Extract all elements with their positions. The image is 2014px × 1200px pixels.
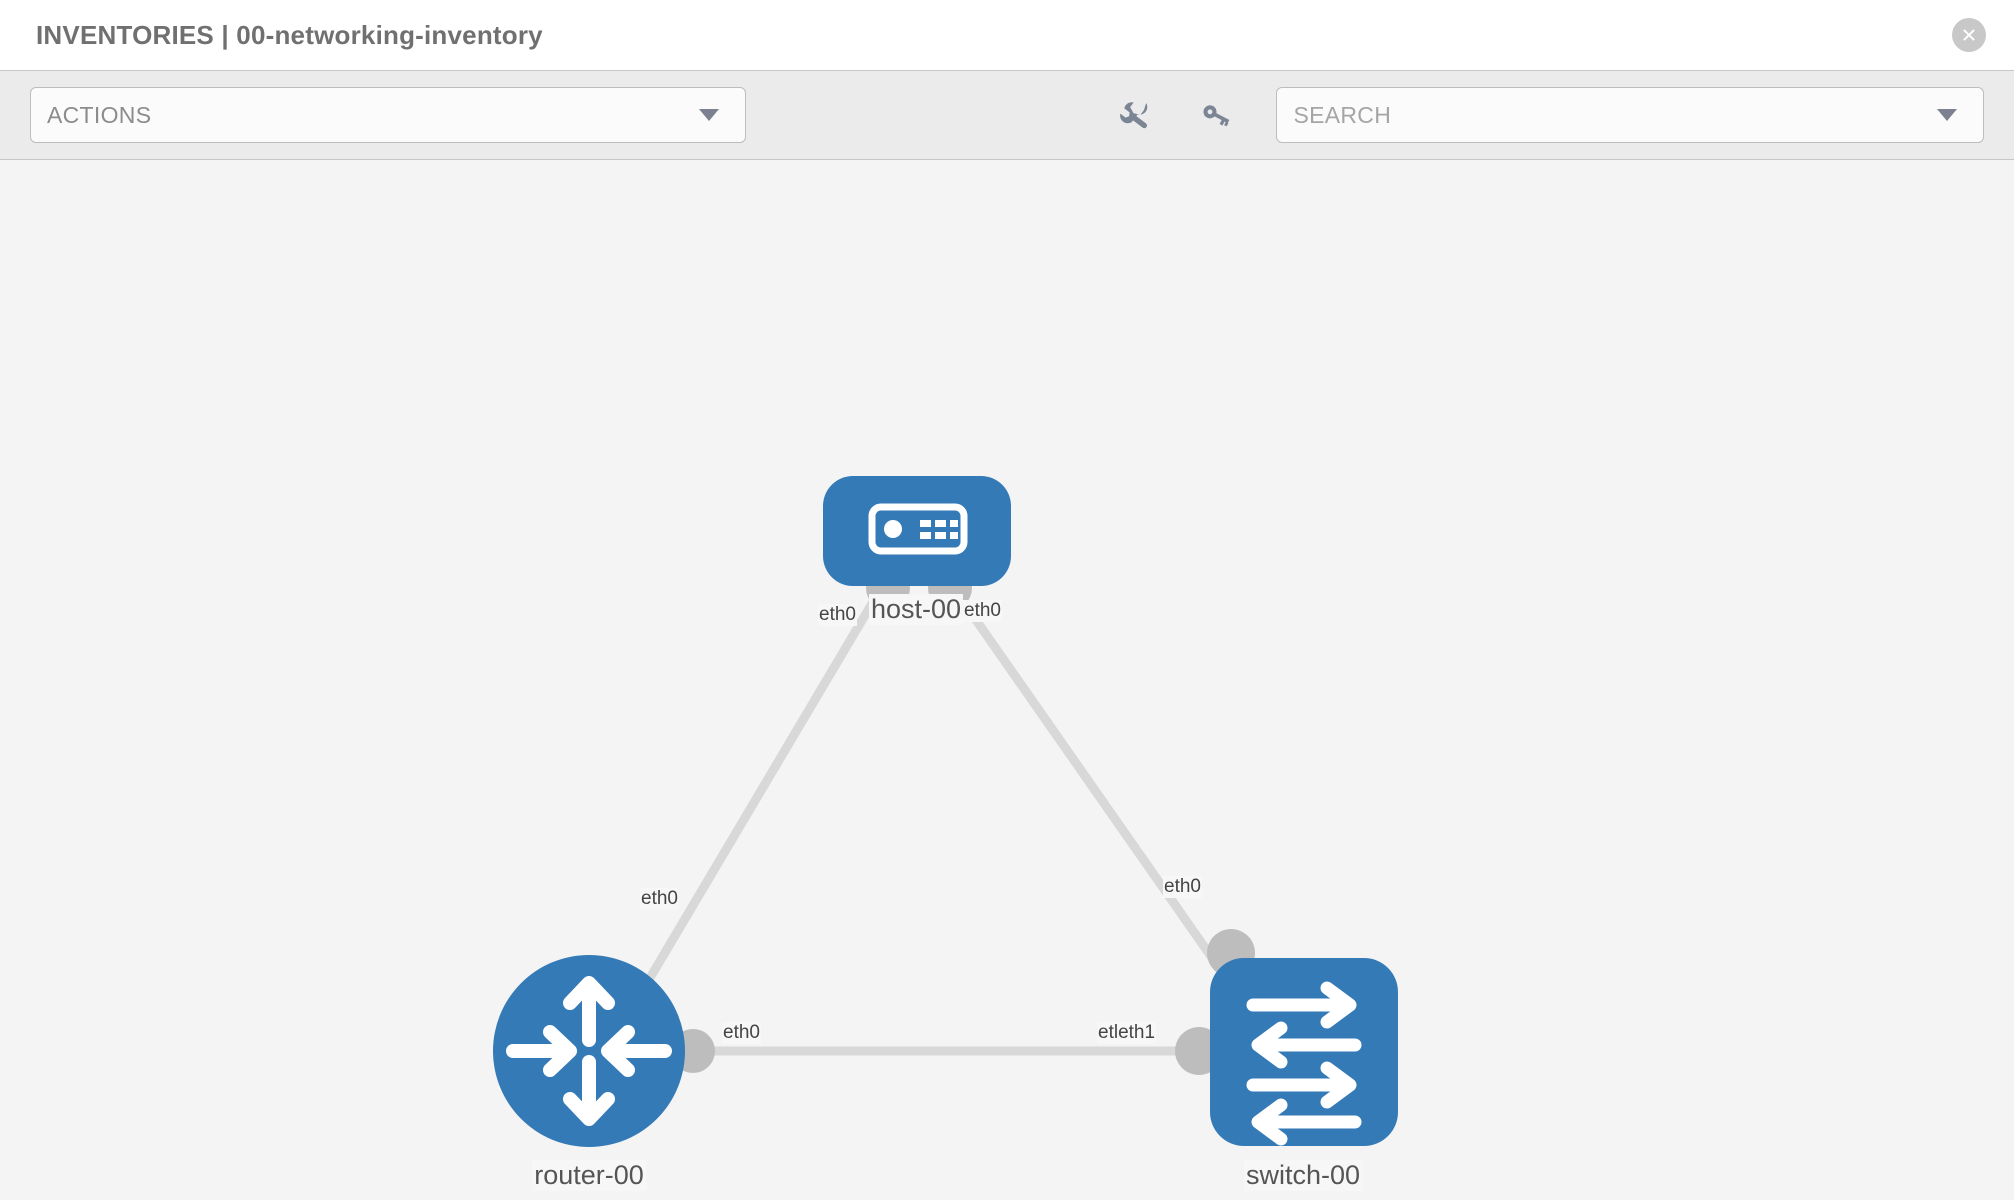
switch-arrows-icon [1246, 981, 1362, 1146]
topology-canvas[interactable]: eth0 eth0 eth0 eth0 eth0 etleth1 host-00… [0, 160, 2014, 1200]
search-input[interactable]: SEARCH [1276, 87, 1984, 143]
edge-label: eth0 [963, 600, 1002, 622]
server-icon [868, 503, 968, 555]
node-host-00[interactable] [823, 476, 1011, 586]
node-switch-00[interactable] [1210, 958, 1398, 1146]
edge-label: eth0 [818, 604, 857, 626]
actions-dropdown-label: ACTIONS [47, 101, 152, 128]
page-header: INVENTORIES | 00-networking-inventory [0, 0, 2014, 70]
topology-connectors [671, 566, 1255, 1075]
topology-links [621, 587, 1249, 1056]
toolbar-icon-group [1116, 95, 1236, 135]
search-chevron-down-icon[interactable] [1937, 109, 1957, 121]
node-label-switch: switch-00 [1243, 1160, 1363, 1191]
close-icon[interactable] [1952, 18, 1986, 52]
edge-label: etleth1 [1097, 1022, 1157, 1044]
node-router-00[interactable] [493, 955, 685, 1147]
router-arrows-icon [506, 976, 672, 1126]
wrench-icon[interactable] [1116, 95, 1156, 135]
search-placeholder: SEARCH [1293, 101, 1392, 128]
edge-label: eth0 [1163, 876, 1202, 898]
chevron-down-icon [699, 109, 720, 121]
actions-dropdown[interactable]: ACTIONS [30, 87, 747, 143]
node-label-host: host-00 [868, 594, 964, 625]
node-label-router: router-00 [532, 1160, 646, 1191]
link-host-switch [951, 587, 1249, 1008]
link-host-router [621, 587, 884, 1023]
edge-label: eth0 [722, 1022, 761, 1044]
toolbar: ACTIONS [0, 70, 2014, 160]
topology-graph [493, 476, 1398, 1147]
key-icon[interactable] [1196, 95, 1236, 135]
page-title: INVENTORIES | 00-networking-inventory [36, 19, 543, 50]
edge-label: eth0 [640, 888, 679, 910]
